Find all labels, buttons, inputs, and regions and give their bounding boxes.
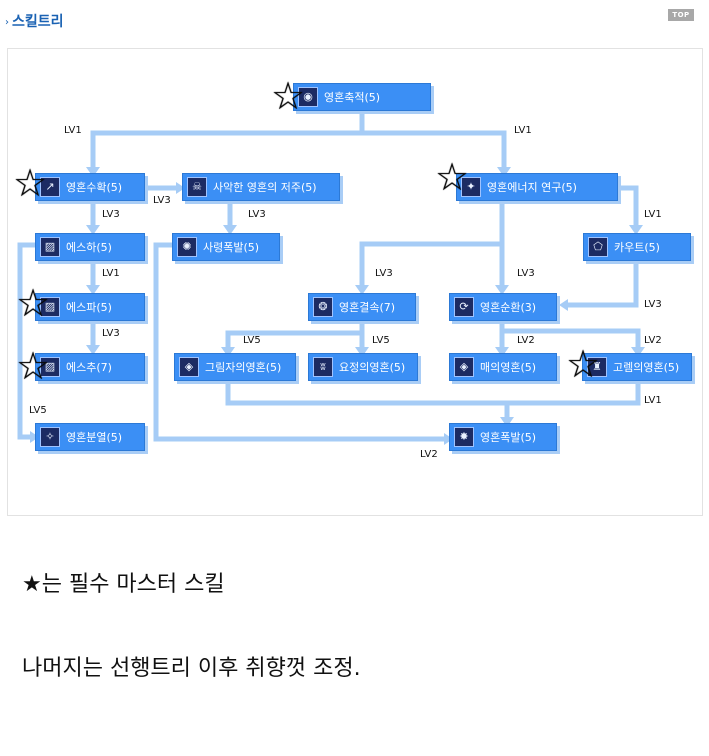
level-label: LV1 — [644, 395, 662, 406]
link-hawk-icon: ◈ — [454, 357, 474, 377]
level-label: LV1 — [102, 268, 120, 279]
level-label: LV3 — [375, 268, 393, 279]
skill-node[interactable]: ✦ 영혼에너지 연구(5) — [456, 173, 618, 201]
skill-node[interactable]: ◈ 그림자의영혼(5) — [174, 353, 296, 381]
mastery-star-icon: ☆ — [16, 344, 51, 388]
level-label: LV2 — [517, 335, 535, 346]
level-label: LV3 — [517, 268, 535, 279]
stripe-icon: ▨ — [40, 237, 60, 257]
note-adjust-preference: 나머지는 선행트리 이후 취향껏 조정. — [22, 656, 361, 681]
skill-node[interactable]: ▨ 에스추(7) — [35, 353, 145, 381]
level-label: LV3 — [102, 209, 120, 220]
link-shadow-icon: ◈ — [179, 357, 199, 377]
header-bullet: › — [5, 17, 9, 28]
skill-label: 영혼분열(5) — [66, 431, 123, 444]
skill-label: 사령폭발(5) — [203, 241, 260, 254]
skill-tree-panel: ◉ 영혼축적(5) ↗ 영혼수확(5) ☠ 사악한 영혼의 저주(5) ✦ 영혼… — [7, 48, 703, 516]
soul-orb-icon: ◉ — [298, 87, 318, 107]
scythe-icon: ↗ — [40, 177, 60, 197]
mastery-star-icon: ☆ — [435, 155, 470, 199]
skill-label: 매의영혼(5) — [480, 361, 537, 374]
level-label: LV5 — [29, 405, 47, 416]
level-label: LV1 — [64, 125, 82, 136]
stripe-icon: ▨ — [40, 357, 60, 377]
skill-node[interactable]: ▨ 에스하(5) — [35, 233, 145, 261]
skill-label: 영혼에너지 연구(5) — [487, 181, 577, 194]
skill-node[interactable]: ▨ 에스파(5) — [35, 293, 145, 321]
skill-node[interactable]: ◉ 영혼축적(5) — [293, 83, 431, 111]
burst-icon: ✺ — [177, 237, 197, 257]
energy-research-icon: ✦ — [461, 177, 481, 197]
stripe-icon: ▨ — [40, 297, 60, 317]
skill-label: 사악한 영혼의 저주(5) — [213, 181, 317, 194]
skill-node[interactable]: ❂ 영혼결속(7) — [308, 293, 416, 321]
pentagon-icon: ⬠ — [588, 237, 608, 257]
skill-node[interactable]: ⬠ 카우트(5) — [583, 233, 691, 261]
skill-label: 영혼순환(3) — [480, 301, 537, 314]
binding-icon: ❂ — [313, 297, 333, 317]
skill-node[interactable]: ✺ 사령폭발(5) — [172, 233, 280, 261]
level-label: LV3 — [248, 209, 266, 220]
skill-label: 요정의영혼(5) — [339, 361, 406, 374]
skill-label: 고렘의영혼(5) — [613, 361, 680, 374]
skill-label: 영혼축적(5) — [324, 91, 381, 104]
level-label: LV3 — [644, 299, 662, 310]
level-label: LV5 — [243, 335, 261, 346]
skill-node[interactable]: ☠ 사악한 영혼의 저주(5) — [182, 173, 340, 201]
skill-label: 영혼수확(5) — [66, 181, 123, 194]
skill-label: 에스파(5) — [66, 301, 112, 314]
mastery-star-icon: ☆ — [566, 342, 601, 386]
section-title: 스킬트리 — [12, 14, 64, 30]
mastery-star-icon: ☆ — [13, 161, 48, 205]
skill-label: 카우트(5) — [614, 241, 660, 254]
skill-node[interactable]: ✧ 영혼분열(5) — [35, 423, 145, 451]
level-label: LV1 — [644, 209, 662, 220]
skill-label: 그림자의영혼(5) — [205, 361, 282, 374]
skill-node[interactable]: ◈ 매의영혼(5) — [449, 353, 557, 381]
split-icon: ✧ — [40, 427, 60, 447]
golem-icon: ♜ — [587, 357, 607, 377]
top-button[interactable]: TOP — [668, 9, 694, 21]
skill-node[interactable]: ↗ 영혼수확(5) — [35, 173, 145, 201]
level-label: LV2 — [420, 449, 438, 460]
skill-label: 영혼폭발(5) — [480, 431, 537, 444]
skill-node[interactable]: ⟳ 영혼순환(3) — [449, 293, 557, 321]
level-label: LV5 — [372, 335, 390, 346]
evil-curse-icon: ☠ — [187, 177, 207, 197]
skill-node[interactable]: ✸ 영혼폭발(5) — [449, 423, 557, 451]
skill-label: 에스추(7) — [66, 361, 112, 374]
skill-node[interactable]: ♜ 고렘의영혼(5) — [582, 353, 692, 381]
skill-label: 에스하(5) — [66, 241, 112, 254]
skill-label: 영혼결속(7) — [339, 301, 396, 314]
level-label: LV2 — [644, 335, 662, 346]
mastery-star-icon: ☆ — [271, 74, 306, 118]
circulation-icon: ⟳ — [454, 297, 474, 317]
level-label: LV3 — [102, 328, 120, 339]
level-label: LV1 — [514, 125, 532, 136]
mastery-star-icon: ☆ — [16, 281, 51, 325]
note-required-master: ★는 필수 마스터 스킬 — [22, 572, 225, 597]
level-label: LV3 — [153, 195, 171, 206]
fairy-icon: ʬ — [313, 357, 333, 377]
skill-node[interactable]: ʬ 요정의영혼(5) — [308, 353, 418, 381]
explosion-icon: ✸ — [454, 427, 474, 447]
